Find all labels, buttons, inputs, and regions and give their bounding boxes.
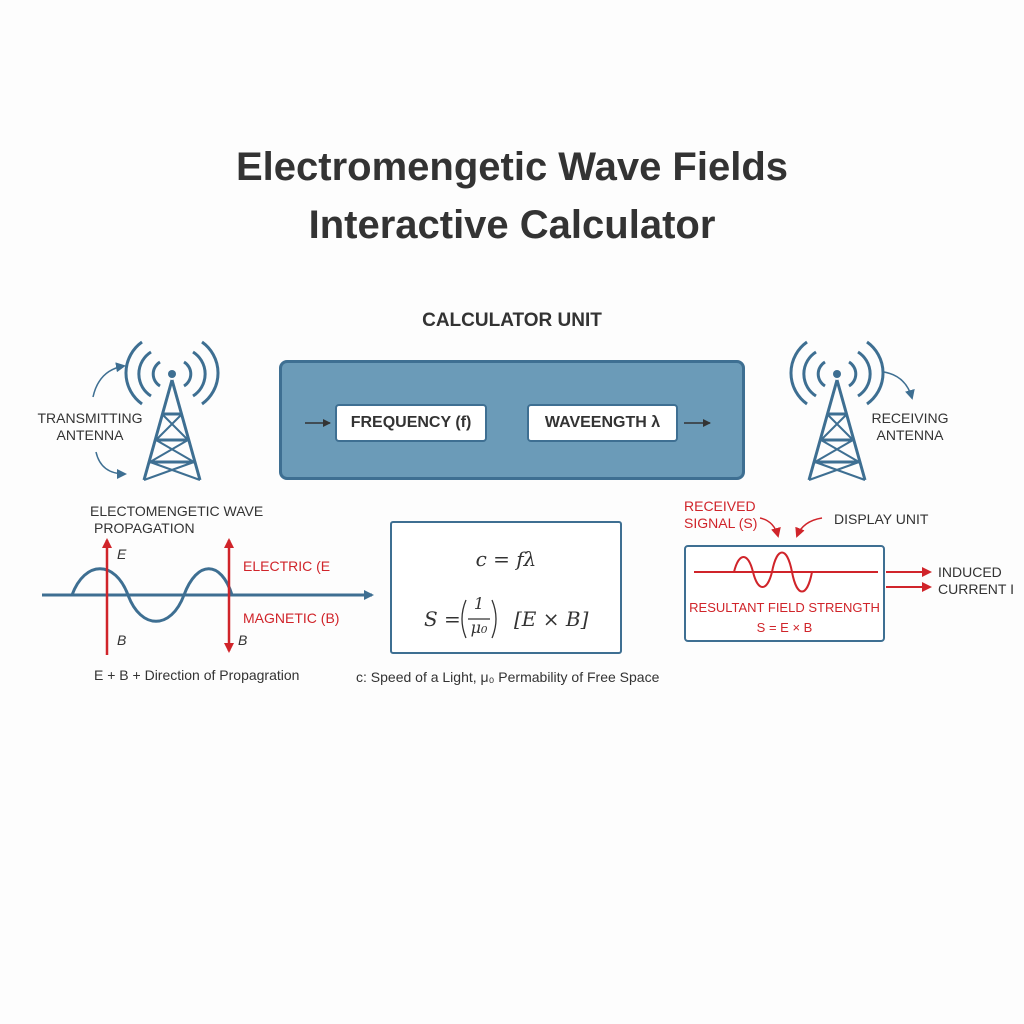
page-title-line1: Electromengetic Wave Fields	[235, 145, 789, 189]
paren-right	[491, 599, 497, 639]
b-field-label: B	[117, 632, 127, 648]
resultant-strength-label: RESULTANT FIELD STRENGTH	[689, 600, 880, 615]
transmit-tower-icon	[124, 340, 220, 481]
poynting-numerator: 1	[473, 594, 485, 613]
poynting-lhs: S =	[424, 607, 461, 631]
formula-box	[390, 521, 622, 654]
curved-arrow-icon	[883, 371, 915, 400]
induced-current-label: INDUCED CURRENT I	[938, 564, 1014, 597]
curved-arrow-icon	[795, 517, 823, 538]
received-signal-wave	[733, 551, 813, 593]
wavelength-field[interactable]: WAVEENGTH λ	[527, 404, 678, 442]
receiving-antenna-label: RECEIVING ANTENNA	[871, 410, 949, 443]
calculator-heading: CALCULATOR UNIT	[422, 310, 602, 331]
electric-label: ELECTRIC (E	[243, 558, 331, 574]
curved-arrow-icon	[759, 517, 781, 538]
curved-arrow-icon	[92, 362, 126, 398]
receive-tower-icon	[789, 340, 885, 481]
poynting-rhs: [E × B]	[514, 607, 589, 631]
display-unit-box	[684, 545, 885, 642]
propagation-heading: ELECTOMENGETIC WAVE PROPAGATION	[90, 503, 264, 536]
resultant-strength-formula: S = E × B	[756, 620, 813, 635]
formula-legend: c: Speed of a Light, μ₀ Permability of F…	[356, 669, 660, 685]
magnetic-label: MAGNETIC (B)	[243, 610, 340, 626]
propagation-caption: E + B + Direction of Propagration	[94, 667, 300, 683]
curved-arrow-icon	[95, 451, 127, 479]
e-field-label: E	[117, 546, 127, 562]
display-unit-label: DISPLAY UNIT	[834, 511, 929, 527]
paren-left	[461, 599, 467, 639]
transmitting-antenna-label: TRANSMITTING ANTENNA	[37, 410, 143, 443]
poynting-denominator: μ₀	[470, 618, 488, 637]
wave-curve	[70, 567, 234, 623]
received-signal-label: RECEIVED SIGNAL (S)	[684, 498, 758, 531]
b-field-label-right: B	[238, 632, 248, 648]
frequency-field[interactable]: FREQUENCY (f)	[335, 404, 487, 442]
page-title-line2: Interactive Calculator	[308, 203, 716, 247]
wave-equation: c = fλ	[475, 547, 537, 571]
